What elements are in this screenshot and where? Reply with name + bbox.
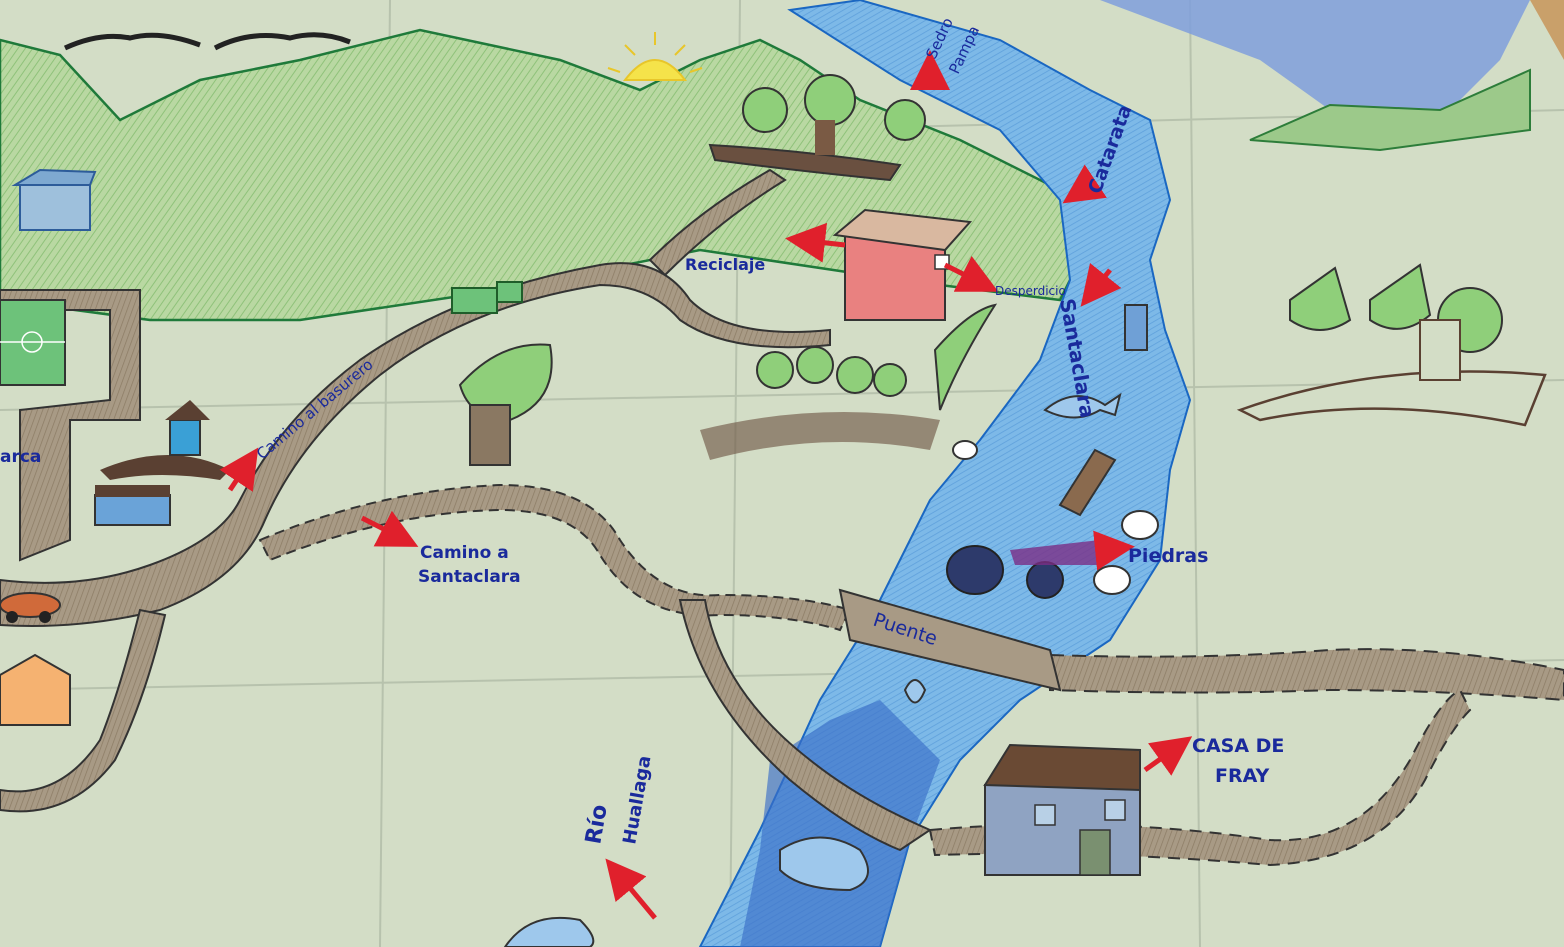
bird-icon xyxy=(213,32,351,51)
tree-icon xyxy=(458,343,553,466)
road-east xyxy=(1049,648,1564,702)
whale-icon xyxy=(779,836,869,892)
house-icon xyxy=(11,168,97,231)
sky-area xyxy=(1100,0,1530,120)
road-town-block xyxy=(0,289,141,562)
bottle-icon xyxy=(1124,304,1148,351)
arrow-camino-santaclara xyxy=(360,510,419,547)
label-partial-left: arca xyxy=(0,447,41,467)
label-desperdicio: Desperdicio xyxy=(995,284,1066,298)
house-icon xyxy=(983,743,1141,876)
label-fray: FRAY xyxy=(1215,765,1269,787)
truck-icon xyxy=(451,281,523,314)
house-icon xyxy=(94,400,230,526)
arrow-santaclara xyxy=(1080,262,1122,307)
soccer-field-icon xyxy=(0,299,66,386)
arrow-camino-basurero xyxy=(219,447,259,492)
label-casa-de: CASA DE xyxy=(1192,735,1284,757)
white-stones xyxy=(952,440,1159,595)
whale-icon xyxy=(503,916,595,947)
arrow-piedras xyxy=(1093,530,1135,571)
log-icon xyxy=(1058,448,1117,517)
fish-icon xyxy=(903,679,927,704)
label-camino-a: Camino a xyxy=(420,543,509,563)
arrow-reciclaje xyxy=(785,222,846,263)
forest-center xyxy=(700,303,998,460)
arrow-catarata xyxy=(1062,164,1107,204)
label-santaclara-road: Santaclara xyxy=(418,567,521,587)
arrow-desperdicio xyxy=(943,255,999,292)
stone-icon xyxy=(946,540,1105,599)
arrows xyxy=(219,50,1193,920)
label-piedras: Piedras xyxy=(1128,545,1208,567)
house-icon xyxy=(832,208,973,321)
bird-icon xyxy=(63,32,201,51)
hill-right xyxy=(1249,68,1531,152)
road-to-forest xyxy=(648,168,787,277)
bridge-icon xyxy=(838,588,1062,692)
house-icon xyxy=(0,653,71,726)
forest-top xyxy=(708,74,926,182)
sun-icon xyxy=(607,32,703,81)
fish-icon xyxy=(1043,392,1122,419)
car-icon xyxy=(0,592,61,623)
arrow-rio-huallaga xyxy=(605,858,657,920)
forest-right xyxy=(1236,263,1547,427)
label-reciclaje: Reciclaje xyxy=(685,255,765,274)
road-southwest xyxy=(0,608,167,813)
arrow-casa-fray xyxy=(1143,736,1193,776)
